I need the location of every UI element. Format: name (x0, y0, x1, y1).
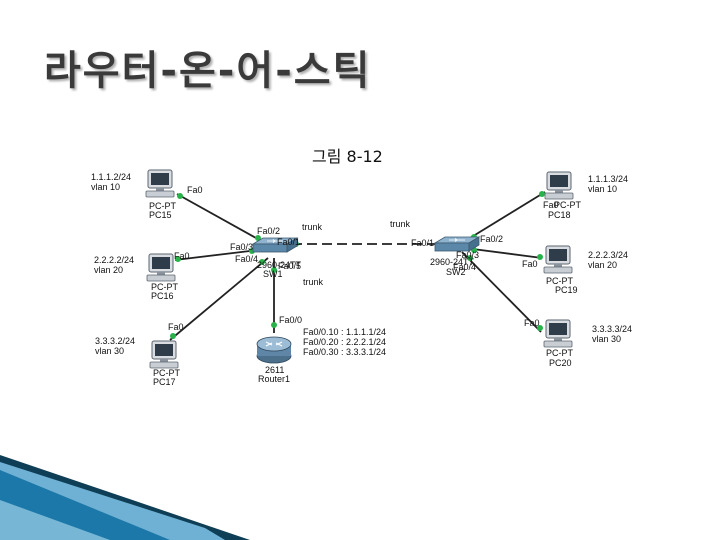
pc-icon (544, 171, 574, 200)
slide-title: 라우터-온-어-스틱 (44, 48, 372, 94)
sw2-port-fa0-4: Fa0/4 (453, 262, 476, 272)
pc17-port: Fa0 (168, 322, 184, 332)
trunk-label-sw1: trunk (302, 222, 323, 232)
sw2-node[interactable]: 2960-24TT SW2 (430, 236, 480, 277)
pc15-name: PC15 (149, 210, 172, 220)
port-light (467, 255, 473, 261)
link-sw2-pc20 (461, 251, 542, 333)
pc18-ip: 1.1.1.3/24 (588, 174, 628, 184)
pc19-name: PC19 (555, 285, 578, 295)
sw2-port-fa0-1: Fa0/1 (411, 238, 434, 248)
pc-icon (145, 169, 175, 198)
pc20-vlan: vlan 30 (592, 334, 621, 344)
port-light (259, 259, 265, 265)
sw1-port-fa0-4: Fa0/4 (235, 254, 258, 264)
pc-icon (146, 253, 176, 282)
pc20-model: PC-PT (546, 348, 574, 358)
pc15-port: Fa0 (187, 185, 203, 195)
sw2-name: SW2 (446, 267, 466, 277)
port-light (271, 322, 277, 328)
sw1-port-fa0-2: Fa0/2 (257, 226, 280, 236)
router-icon (256, 336, 292, 364)
pc16-port: Fa0 (174, 251, 190, 261)
link-pc17-sw1 (169, 257, 269, 341)
sw1-port-fa0-5: Fa0/5 (278, 261, 301, 271)
pc15-vlan: vlan 10 (91, 182, 120, 192)
port-light (539, 191, 545, 197)
pc17-node[interactable]: PC-PT PC17 (149, 340, 181, 387)
router1-port: Fa0/0 (279, 315, 302, 325)
router1-subif-10: Fa0/0.10 : 1.1.1.1/24 (303, 327, 386, 337)
pc16-model: PC-PT (151, 282, 179, 292)
sw1-model: 2960-24TT (257, 260, 302, 270)
pc19-model: PC-PT (546, 276, 574, 286)
pc15-ip: 1.1.1.2/24 (91, 172, 131, 182)
pc20-port: Fa0 (524, 318, 540, 328)
port-light (175, 256, 181, 262)
pc16-node[interactable]: PC-PT PC16 (146, 253, 179, 301)
pc16-ip: 2.2.2.2/24 (94, 255, 134, 265)
port-light (177, 193, 183, 199)
pc18-vlan: vlan 10 (588, 184, 617, 194)
slide-decoration (0, 455, 250, 540)
port-light (255, 235, 261, 241)
pc18-node[interactable]: PC-PT PC18 (544, 171, 582, 220)
pc18-model: PC-PT (554, 200, 582, 210)
port-lights (170, 191, 545, 339)
port-light (537, 325, 543, 331)
port-light (537, 254, 543, 260)
sw1-node[interactable]: 2960-24TT SW1 (252, 237, 302, 279)
pc19-ip: 2.2.2.3/24 (588, 250, 628, 260)
router1-subif-30: Fa0/0.30 : 3.3.3.1/24 (303, 347, 386, 357)
pc17-name: PC17 (153, 377, 176, 387)
link-sw2-pc18 (469, 191, 546, 239)
links (169, 191, 546, 341)
link-pc16-sw1 (174, 249, 259, 261)
switch-icon (434, 236, 480, 252)
port-light (271, 267, 277, 273)
pc18-name: PC18 (548, 210, 571, 220)
pc20-ip: 3.3.3.3/24 (592, 324, 632, 334)
router1-node[interactable]: 2611 Router1 (256, 336, 292, 384)
sw2-port-fa0-2: Fa0/2 (480, 234, 503, 244)
pc17-model: PC-PT (153, 368, 181, 378)
sw2-port-fa0-3: Fa0/3 (456, 250, 479, 260)
figure-caption: 그림 8-12 (312, 147, 383, 166)
sw1-port-fa0-1: Fa0/1 (277, 237, 300, 247)
pc20-name: PC20 (549, 358, 572, 368)
pc-icon (543, 319, 573, 348)
pc20-node[interactable]: PC-PT PC20 (543, 319, 574, 368)
router1-subif-20: Fa0/0.20 : 2.2.2.1/24 (303, 337, 386, 347)
pc-icon (543, 245, 573, 274)
trunk-label-router: trunk (303, 277, 324, 287)
pc16-vlan: vlan 20 (94, 265, 123, 275)
sw1-name: SW1 (263, 269, 283, 279)
pc15-model: PC-PT (149, 201, 177, 211)
pc18-port: Fa0 (543, 200, 559, 210)
pc-icon (149, 340, 179, 369)
pc19-port: Fa0 (522, 259, 538, 269)
link-pc15-sw1 (176, 193, 266, 244)
pc17-ip: 3.3.3.2/24 (95, 336, 135, 346)
pc19-node[interactable]: PC-PT PC19 (543, 245, 578, 295)
sw1-port-fa0-3: Fa0/3 (230, 242, 253, 252)
router1-model: 2611 (265, 365, 284, 375)
router1-name: Router1 (258, 374, 290, 384)
pc15-node[interactable]: PC-PT PC15 (145, 169, 177, 220)
trunk-label-sw2: trunk (390, 219, 411, 229)
pc17-vlan: vlan 30 (95, 346, 124, 356)
sw2-model: 2960-24TT (430, 257, 475, 267)
pc19-vlan: vlan 20 (588, 260, 617, 270)
link-sw2-pc19 (464, 247, 543, 259)
port-light (170, 333, 176, 339)
pc16-name: PC16 (151, 291, 174, 301)
